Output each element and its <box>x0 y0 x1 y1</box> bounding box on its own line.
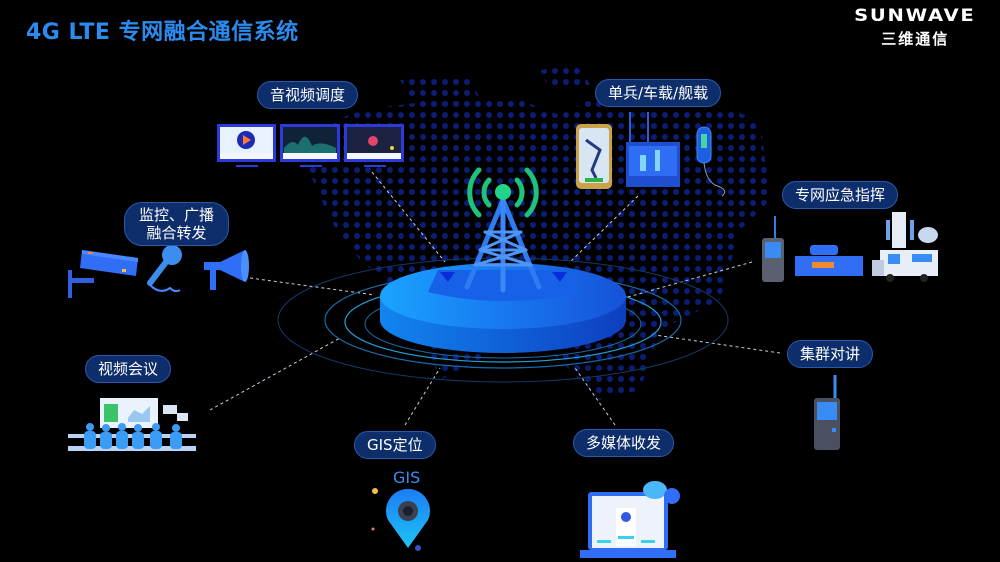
base-platform <box>380 263 626 353</box>
node-monitor-broadcast-label[interactable]: 监控、广播 融合转发 <box>124 202 230 246</box>
node-terminals-label[interactable]: 单兵/车载/舰载 <box>595 79 722 107</box>
laptop-chat-icon <box>580 481 680 558</box>
node-multimedia-label[interactable]: 多媒体收发 <box>573 429 675 457</box>
logo-chinese: 三维通信 <box>881 30 950 48</box>
node-av-dispatch-label[interactable]: 音视频调度 <box>257 81 359 109</box>
walkie-talkie-icon <box>814 375 840 450</box>
logo-english: SUNWAVE <box>854 6 976 26</box>
connector-lines <box>209 171 781 426</box>
page-title: 4G LTE 专网融合通信系统 <box>26 20 299 45</box>
camera-mic-speaker-icon <box>68 245 249 298</box>
conference-icon <box>68 398 196 451</box>
devices-icon <box>576 112 726 197</box>
node-video-conference-label[interactable]: 视频会议 <box>85 355 172 383</box>
node-trunking-label[interactable]: 集群对讲 <box>787 340 874 368</box>
label-line-2: 融合转发 <box>146 224 207 242</box>
company-logo: SUNWAVE 三维通信 <box>855 6 975 49</box>
node-emergency-command-label[interactable]: 专网应急指挥 <box>782 181 899 209</box>
label-line-1: 监控、广播 <box>139 206 215 224</box>
monitors-icon <box>217 124 404 167</box>
lte-tower-icon <box>464 197 542 293</box>
signal-waves-icon <box>467 167 539 218</box>
radio-vehicle-icon <box>762 212 938 282</box>
map-pin-icon <box>371 488 431 551</box>
gis-icon-text: GIS <box>393 468 421 487</box>
node-gis-label[interactable]: GIS定位 <box>354 431 436 459</box>
